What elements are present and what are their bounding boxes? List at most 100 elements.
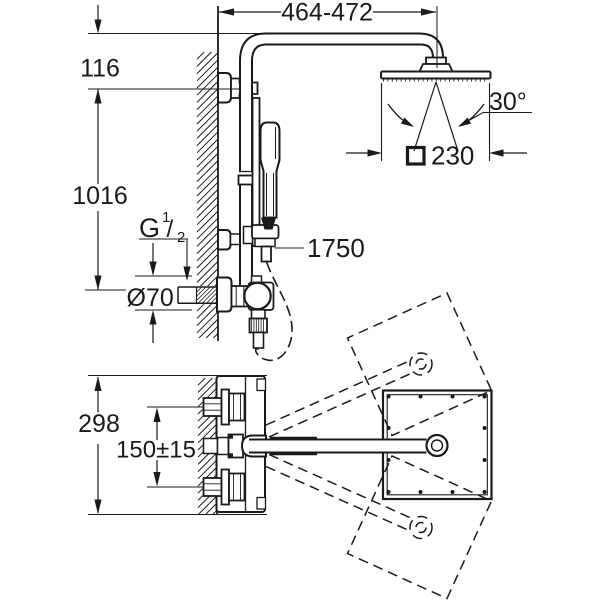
arm-fill	[249, 438, 427, 454]
arrow-down	[94, 19, 102, 34]
pipe-joint-gap	[239, 172, 253, 176]
wall-hatch-upper	[196, 51, 219, 339]
head-plate	[380, 70, 492, 80]
arrow-left	[489, 149, 504, 157]
shower-hose	[254, 261, 293, 362]
arrow-down	[94, 275, 102, 290]
nozzle-dots	[386, 394, 487, 494]
holder-lower	[254, 237, 276, 248]
hose-cone-nut	[261, 217, 276, 230]
swivel-arm-upper-1	[265, 360, 410, 426]
wall-bracket-lower	[217, 229, 243, 251]
head-size-label: 230	[431, 141, 474, 171]
square-symbol	[405, 145, 426, 166]
swivel-positions	[265, 292, 493, 600]
wall-section-upper	[196, 6, 219, 341]
hose-tail	[252, 331, 265, 349]
tilt-arrow-left-head	[400, 117, 414, 127]
arrow-right	[421, 8, 436, 16]
union-nut	[228, 392, 246, 422]
spray-line-left	[413, 81, 437, 152]
dimension-escutcheon-70: Ø70	[127, 243, 192, 343]
arrow-down	[153, 472, 161, 487]
flange	[220, 388, 230, 426]
spray-line-right	[435, 81, 459, 152]
swivel-arm-upper-2	[268, 371, 414, 438]
swivel-joint-upper-inner	[415, 358, 427, 370]
dimension-inlet-spacing: 150±15	[116, 406, 204, 488]
leader-arrow	[183, 266, 191, 281]
dim-arm-length-label: 464-472	[281, 0, 373, 27]
thread-size-annotation: G 1 / 2	[139, 209, 191, 281]
swivel-arm-lower-2	[268, 453, 414, 520]
body-notch-bottom	[256, 496, 267, 510]
head-connector-nut	[425, 56, 447, 65]
bracket-plate	[217, 72, 232, 104]
arrow-left	[219, 8, 234, 16]
dimension-height-1016: 1016	[72, 89, 128, 291]
arrow-up	[94, 89, 102, 104]
head-shower-front	[380, 56, 492, 82]
thermostat-valve-front	[177, 276, 275, 349]
ball-joint-outer	[425, 433, 449, 458]
swivel-arm-lower-1	[265, 465, 410, 532]
ball-joint-inner	[430, 439, 444, 452]
arrow-down	[149, 261, 157, 276]
tilt-angle-annotation: 30°	[387, 81, 532, 152]
hose-outlet-stub	[260, 245, 272, 263]
rail-bar	[251, 97, 261, 247]
hex-nut	[202, 397, 223, 417]
outlet-neck	[250, 308, 266, 320]
dimension-head-size: 230	[346, 83, 527, 171]
temperature-knob	[243, 281, 272, 311]
thread-denominator: 2	[177, 229, 185, 246]
escutcheon-diameter-label: Ø70	[127, 284, 174, 312]
tilt-angle-label: 30°	[489, 88, 527, 116]
union-nut	[228, 472, 246, 502]
dimension-offset-116: 116	[80, 5, 263, 90]
corner-mark	[228, 434, 233, 439]
shower-arm-top-view	[249, 433, 449, 458]
wall-stub	[202, 437, 219, 455]
inlet-spacing-label: 150±15	[116, 437, 196, 464]
pipe-outer-line	[239, 32, 444, 285]
arrow-up	[149, 310, 157, 325]
arrow-up	[94, 376, 102, 391]
hand-shower	[242, 121, 281, 263]
valve-top-view	[202, 375, 267, 513]
dimension-arm-length: 464-472	[219, 0, 438, 68]
inlet-top	[202, 388, 246, 426]
swivel-joint-upper	[409, 352, 433, 376]
head-connector-flange	[418, 63, 454, 73]
hose-length-label: 1750	[307, 233, 365, 263]
dim-height-label: 1016	[72, 182, 128, 210]
spray-nozzle-ticks	[383, 78, 486, 82]
shower-pipe	[237, 32, 444, 285]
knurl-lines	[251, 319, 264, 332]
inlet-bottom	[202, 468, 246, 506]
knurl-nut	[248, 317, 268, 334]
tilt-arrow-right-head	[458, 117, 472, 127]
thread-slash: /	[167, 216, 174, 243]
swivel-square-lower	[346, 455, 493, 600]
flange	[220, 468, 230, 506]
swivel-joint-lower	[409, 515, 433, 540]
escutcheon	[216, 276, 233, 313]
union-block	[216, 436, 230, 456]
valve-width-label: 298	[78, 410, 120, 438]
dim-offset-label: 116	[80, 55, 120, 83]
swivel-joint-lower-inner	[415, 521, 427, 534]
pipe-inner-line	[251, 43, 434, 285]
corner-mark-2	[228, 453, 233, 458]
angle-leader	[459, 111, 532, 126]
hose-length-annotation: 1750	[275, 233, 365, 263]
thread-numerator: 1	[162, 209, 170, 226]
arrow-up	[153, 407, 161, 422]
hand-shower-body	[259, 121, 281, 219]
dimension-valve-width-298: 298	[78, 374, 267, 516]
swivel-square-upper	[346, 292, 493, 437]
wall-hatch-lower	[197, 377, 218, 515]
bracket-plate	[217, 229, 232, 251]
